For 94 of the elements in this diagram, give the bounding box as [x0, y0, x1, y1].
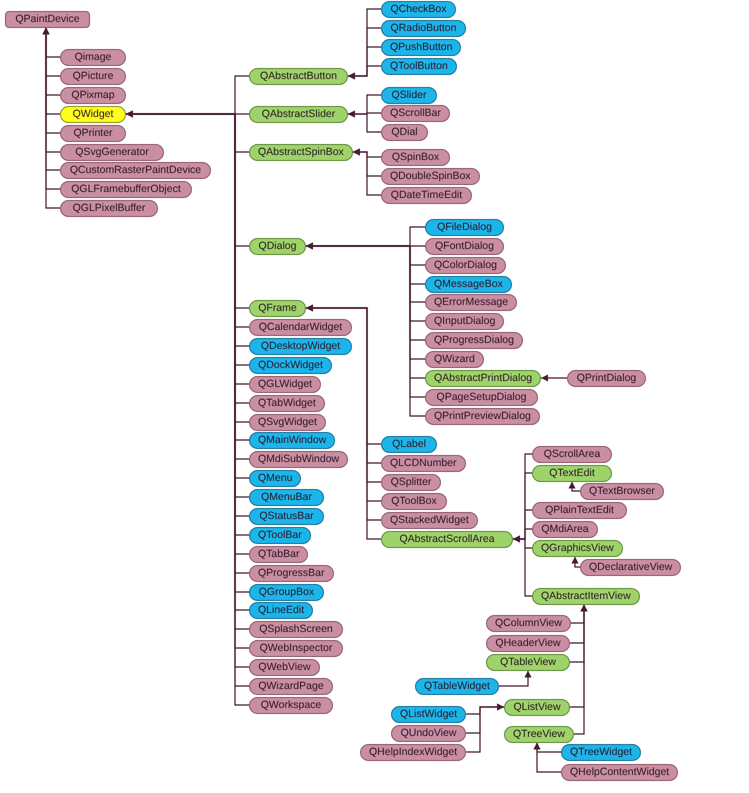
class-node: QMenu [249, 470, 302, 486]
class-node: QSlider [381, 86, 437, 104]
class-node: QStackedWidget [381, 512, 478, 528]
class-node: QTextEdit [532, 464, 612, 482]
inheritance-arrow [534, 742, 561, 773]
class-node: QDockWidget [249, 356, 332, 374]
inheritance-arrow [568, 482, 580, 492]
class-node: QHelpIndexWidget [360, 744, 466, 760]
class-node: QMdiSubWindow [249, 450, 348, 468]
class-node: QPrintDialog [567, 370, 646, 386]
class-node: QPrintPreviewDialog [425, 408, 540, 424]
class-node: QPrinter [60, 124, 126, 142]
class-node: QPlainTextEdit [532, 502, 627, 518]
class-node: QToolButton [381, 58, 457, 74]
class-node: QDialog [249, 238, 306, 254]
class-node: QDeclarativeView [580, 558, 682, 576]
class-node: QWizard [425, 350, 484, 368]
class-node: QTreeView [504, 726, 574, 742]
class-node: QCheckBox [381, 0, 456, 18]
class-node: QColumnView [486, 614, 571, 632]
class-node: QPushButton [381, 38, 462, 56]
class-node: QSplitter [381, 474, 441, 490]
class-node: QGLPixelBuffer [60, 200, 158, 216]
class-node: QDoubleSpinBox [381, 168, 480, 184]
class-node: QWidget [60, 106, 126, 122]
class-node: QCalendarWidget [249, 318, 352, 336]
inheritance-arrow [352, 148, 381, 196]
class-node: QStatusBar [249, 508, 324, 524]
class-node: QDial [381, 124, 428, 140]
class-node: QMainWindow [249, 432, 336, 448]
class-node: QAbstractItemView [532, 588, 640, 604]
class-node: QAbstractButton [249, 68, 348, 84]
class-node: QLabel [381, 436, 437, 452]
class-node: QWorkspace [249, 696, 333, 714]
class-node: QScrollBar [381, 104, 450, 122]
class-node: QFrame [249, 300, 306, 316]
class-node: QHelpContentWidget [561, 764, 678, 780]
class-node: QToolBar [249, 526, 311, 544]
class-node: QToolBox [381, 492, 447, 510]
class-node: QTabBar [249, 546, 308, 562]
class-node: QFileDialog [425, 218, 504, 236]
class-node: QScrollArea [532, 446, 612, 462]
class-node: QTabWidget [249, 394, 325, 412]
inheritance-arrow [513, 536, 532, 597]
class-node: QFontDialog [425, 238, 504, 254]
inheritance-arrow [541, 374, 567, 382]
class-node: QAbstractSlider [249, 106, 348, 122]
class-node: QSplashScreen [249, 620, 343, 638]
class-node: QTableView [486, 654, 570, 670]
class-node: QErrorMessage [425, 294, 518, 310]
class-node: QTableWidget [415, 678, 499, 694]
class-node: QPixmap [60, 86, 126, 104]
class-node: QMessageBox [425, 276, 512, 292]
inheritance-arrow [499, 670, 532, 687]
class-node: QRadioButton [381, 20, 466, 36]
class-node: QGroupBox [249, 584, 324, 600]
class-node: QGLFramebufferObject [60, 180, 192, 198]
class-node: QGLWidget [249, 376, 322, 392]
class-node: QDateTimeEdit [381, 186, 472, 204]
class-node: QWizardPage [249, 678, 333, 694]
class-node: QPicture [60, 68, 126, 84]
class-node: QAbstractSpinBox [249, 144, 353, 160]
class-node: QSvgGenerator [60, 144, 164, 160]
inheritance-arrow [466, 704, 504, 753]
class-node: QLineEdit [249, 602, 314, 618]
class-node: QListView [504, 698, 570, 716]
class-node: QUndoView [391, 724, 466, 742]
class-node: QSpinBox [381, 148, 450, 166]
class-node: QSvgWidget [249, 414, 326, 430]
class-node: QDesktopWidget [249, 338, 352, 354]
class-node: QPageSetupDialog [425, 388, 538, 406]
inheritance-arrow [574, 604, 588, 735]
class-node: QLCDNumber [381, 454, 466, 472]
class-node: QTreeWidget [561, 744, 642, 760]
class-node: QWebView [249, 658, 320, 676]
class-node: QMenuBar [249, 488, 324, 506]
class-node: QWebInspector [249, 640, 343, 656]
inheritance-arrow [348, 65, 381, 80]
class-node: Qimage [60, 48, 126, 66]
inheritance-arrow [348, 110, 381, 133]
class-node: QListWidget [391, 706, 466, 722]
class-node: QColorDialog [425, 256, 506, 274]
class-node: QProgressDialog [425, 332, 523, 348]
class-node: QHeaderView [486, 634, 570, 652]
inheritance-arrow [572, 556, 580, 568]
class-node: QProgressBar [249, 564, 334, 582]
class-node: QPaintDevice [5, 10, 90, 28]
class-node: QCustomRasterPaintDevice [60, 162, 211, 178]
class-node: QInputDialog [425, 312, 504, 330]
class-node: QAbstractScrollArea [381, 530, 513, 548]
class-node: QAbstractPrintDialog [425, 370, 542, 386]
class-node: QTextBrowser [580, 482, 664, 500]
class-node: QMdiArea [532, 520, 598, 538]
class-node: QGraphicsView [532, 540, 623, 556]
